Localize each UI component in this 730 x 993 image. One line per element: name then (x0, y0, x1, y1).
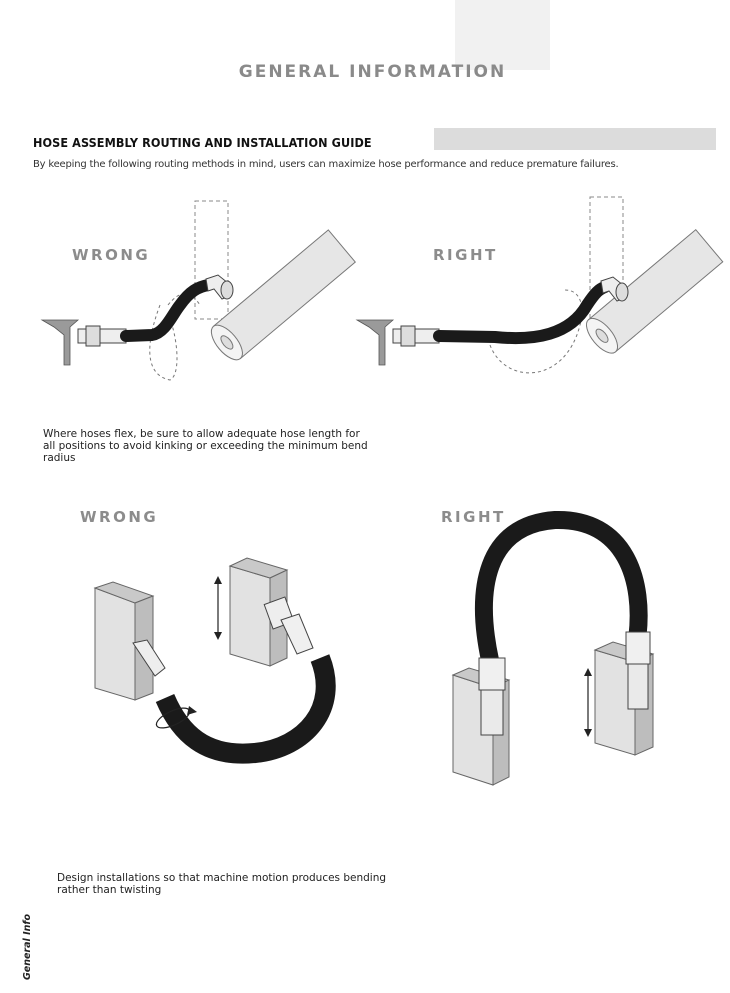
right-label-1: RIGHT (433, 246, 498, 264)
scan-shade (455, 0, 550, 70)
caption-1-line-2: all positions to avoid kinking or exceed… (43, 440, 368, 452)
caption-1-line-1: Where hoses flex, be sure to allow adequ… (43, 428, 360, 440)
section-title: HOSE ASSEMBLY ROUTING AND INSTALLATION G… (33, 135, 372, 150)
wrong-twisting-hose-diagram (93, 557, 336, 764)
wrong-label-1: WRONG (72, 246, 151, 264)
section-intro: By keeping the following routing methods… (33, 159, 619, 170)
right-bending-hose-diagram (451, 510, 655, 786)
page-title: GENERAL INFORMATION (238, 62, 507, 82)
side-tab-label: General Info (22, 913, 33, 980)
caption-2: Design installations so that machine mot… (57, 872, 386, 896)
caption-2-line-2: rather than twisting (57, 884, 162, 896)
caption-2-line-1: Design installations so that machine mot… (57, 872, 387, 884)
wrong-label-2: WRONG (80, 508, 159, 526)
wrong-kinked-hose-diagram (40, 200, 357, 381)
right-routed-hose-diagram (355, 196, 724, 374)
section-header-bar (434, 128, 716, 150)
caption-1: Where hoses flex, be sure to allow adequ… (43, 428, 368, 464)
caption-1-line-3: radius (43, 452, 76, 464)
right-label-2: RIGHT (441, 508, 506, 526)
